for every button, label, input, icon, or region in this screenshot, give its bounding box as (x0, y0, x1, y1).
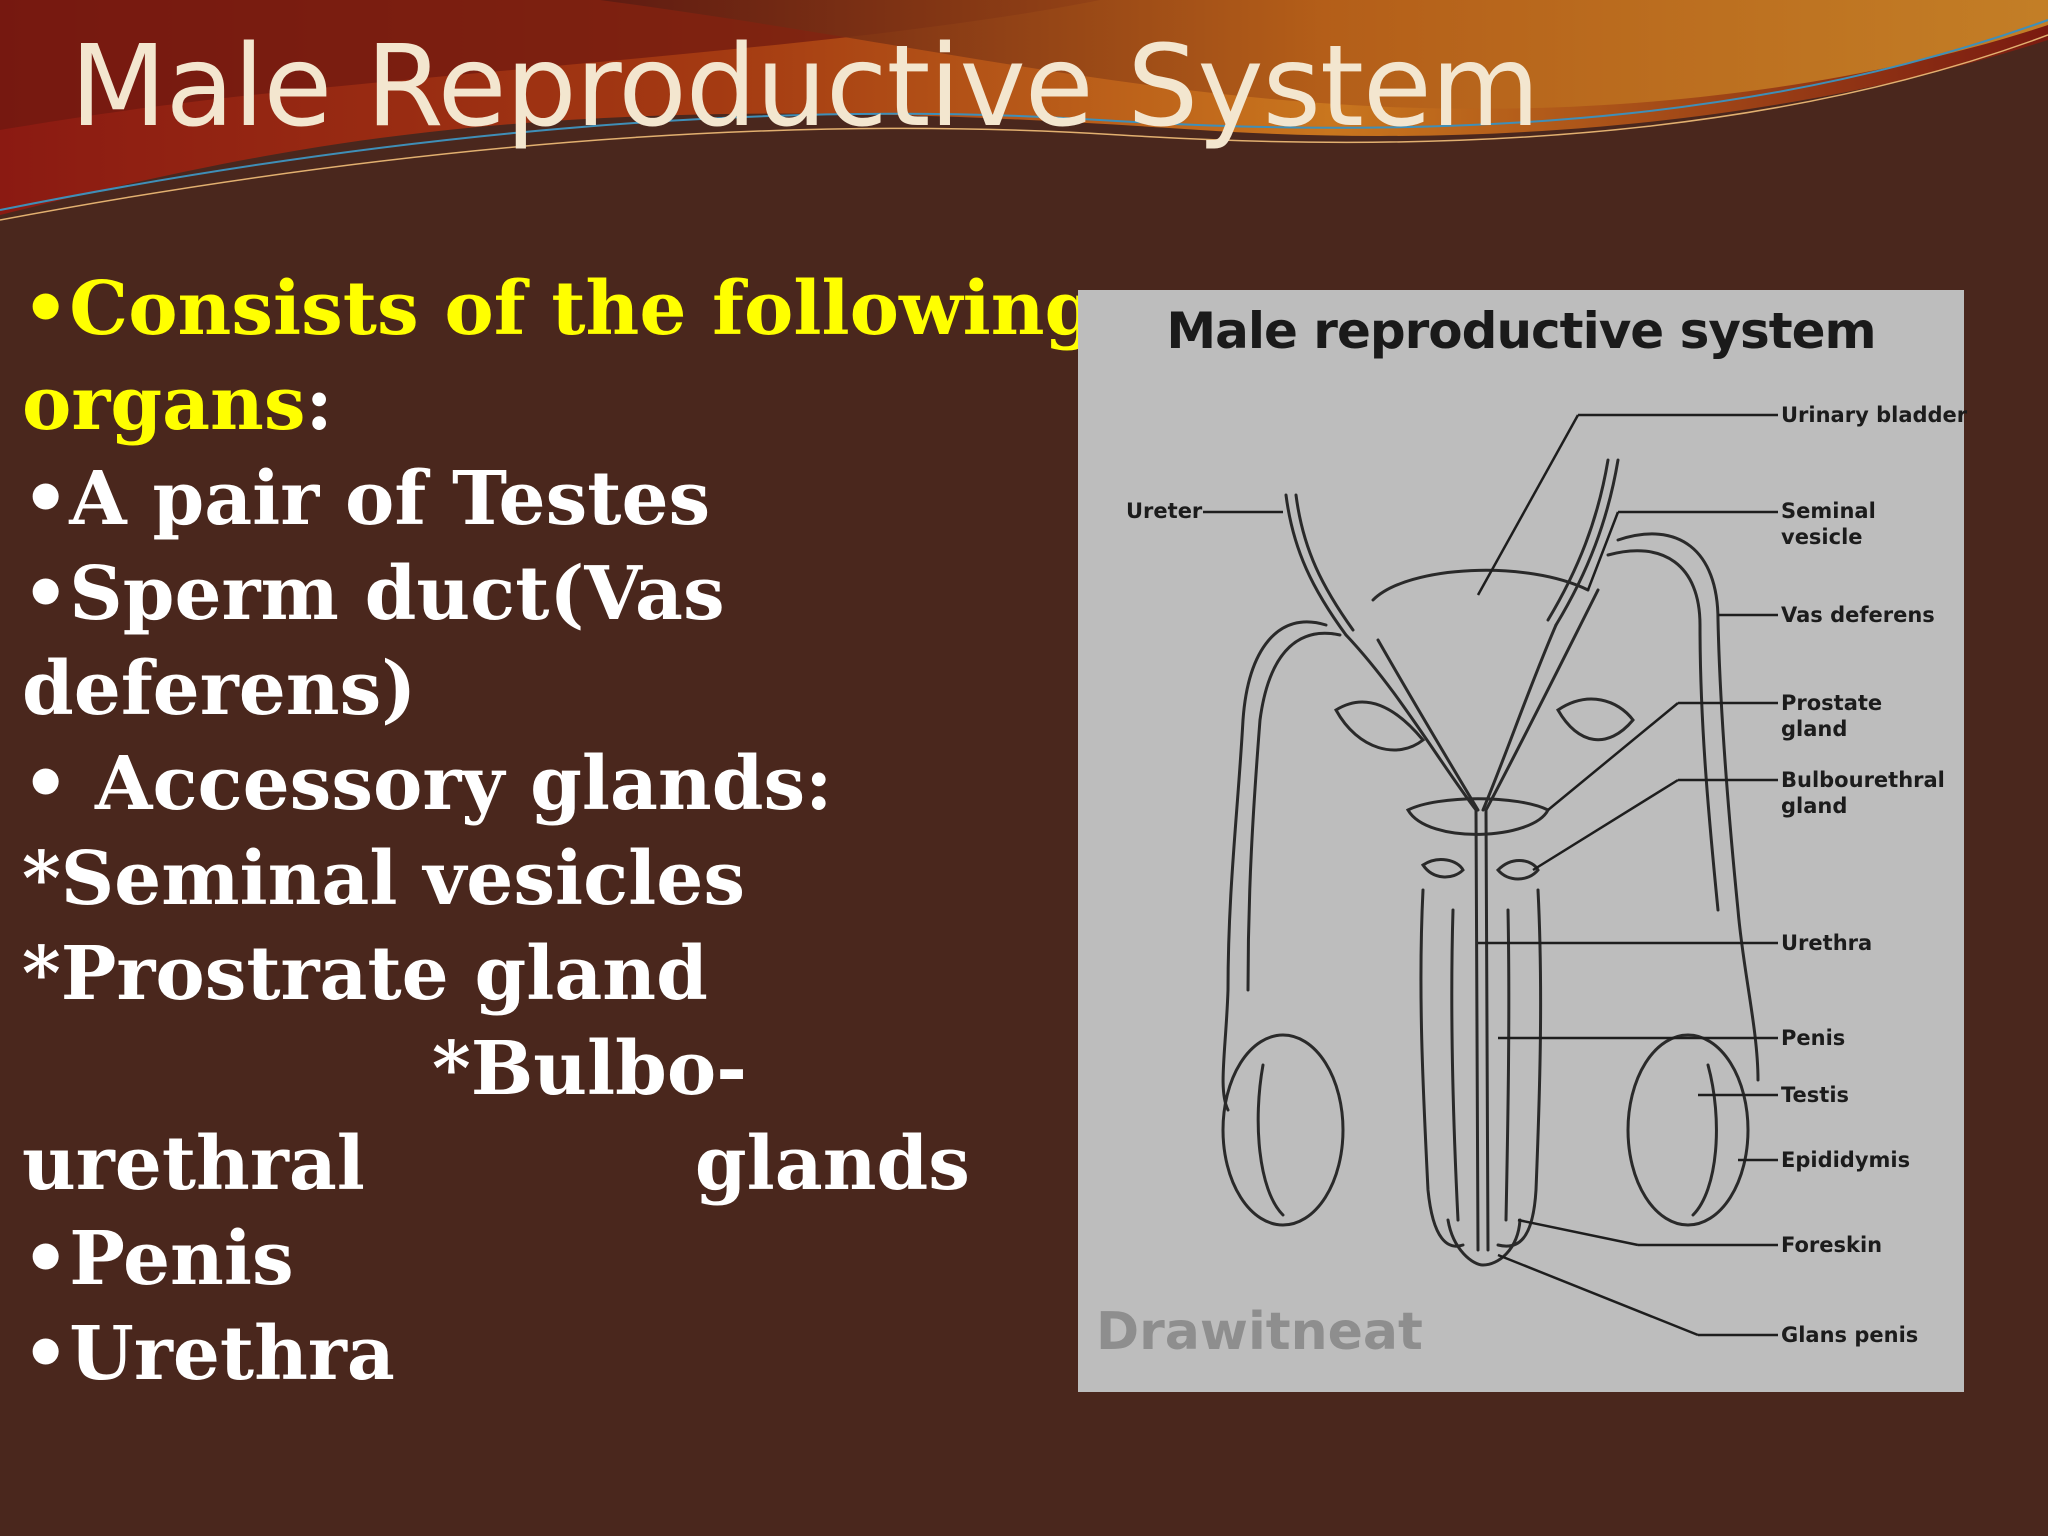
header-wave-decoration (0, 0, 2048, 240)
bullet-testes: •A pair of Testes (22, 456, 711, 542)
bullet-penis: •Penis (22, 1216, 294, 1302)
bullet-seminal-vesicles: *Seminal vesicles (22, 836, 746, 922)
label-epididymis: Epididymis (1781, 1148, 1911, 1172)
bullet-intro-text: •Consists of the following (22, 266, 1097, 352)
bullet-list: •Consists of the following organs: •A pa… (22, 262, 1096, 1402)
label-bulbourethral-gland: Bulbourethral (1781, 768, 1945, 792)
label-penis: Penis (1781, 1026, 1846, 1050)
bullet-prostrate-gland: *Prostrate gland (22, 931, 708, 1017)
diagram-watermark: Drawitneat (1096, 1302, 1423, 1362)
reproductive-system-diagram: Male reproductive system Ureter Urinary … (1078, 290, 1968, 1392)
label-ureter: Ureter (1126, 499, 1203, 523)
label-prostate-gland-cont: gland (1781, 717, 1848, 741)
bullet-glands-word: glands (694, 1121, 970, 1207)
bullet-intro: •Consists of the following (22, 262, 1096, 357)
anatomy-drawing (1203, 413, 1778, 1337)
bullet-bulbo: *Bulbo- (432, 1026, 747, 1112)
label-prostate-gland: Prostate (1781, 691, 1883, 715)
bullet-accessory-glands: • Accessory glands: (22, 741, 833, 827)
label-urethra: Urethra (1781, 931, 1873, 955)
label-foreskin: Foreskin (1781, 1233, 1883, 1257)
label-glans-penis: Glans penis (1781, 1323, 1919, 1347)
bullet-intro-organs: organs (22, 361, 306, 447)
bullet-urethra: •Urethra (22, 1311, 395, 1397)
diagram-title: Male reproductive system (1166, 302, 1876, 360)
label-seminal-vesicle-cont: vesicle (1781, 525, 1863, 549)
label-bulbourethral-gland-cont: gland (1781, 794, 1848, 818)
label-vas-deferens: Vas deferens (1781, 603, 1935, 627)
bullet-intro-cont: organs: (22, 357, 1042, 452)
slide-title: Male Reproductive System (70, 22, 1540, 152)
bullet-sperm-duct-cont: deferens) (22, 646, 417, 732)
bullet-intro-colon: : (305, 361, 333, 447)
bullet-urethral-word: urethral (22, 1121, 365, 1207)
label-seminal-vesicle: Seminal (1781, 499, 1876, 523)
bullet-bulbourethral-cont: urethral glands (22, 1117, 1042, 1212)
label-urinary-bladder: Urinary bladder (1781, 403, 1968, 427)
label-testis: Testis (1781, 1083, 1850, 1107)
bullet-sperm-duct: •Sperm duct(Vas (22, 551, 725, 637)
